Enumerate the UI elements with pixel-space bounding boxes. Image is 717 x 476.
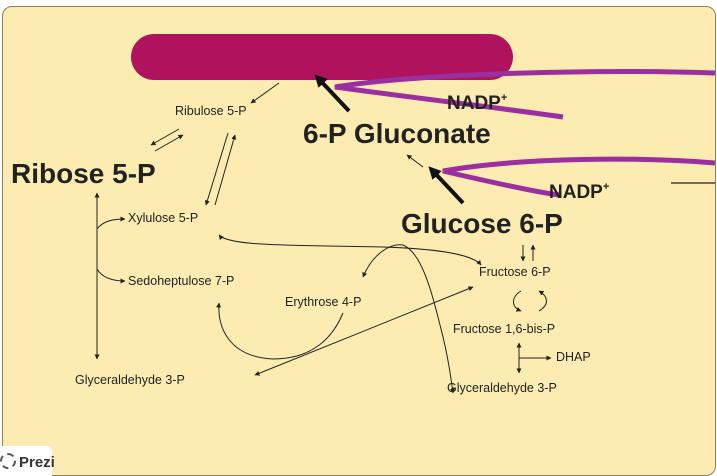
label-glucose: Glucose 6-P bbox=[401, 208, 563, 239]
nadp-arc-lower bbox=[442, 156, 715, 198]
label-glyceraldehyde-right: Glyceraldehyde 3-P bbox=[447, 381, 557, 395]
cofactor-nadp-lower-text: NADP bbox=[549, 182, 603, 203]
cofactor-nadp-upper-sup: + bbox=[500, 92, 508, 104]
label-fructose-6p: Fructose 6-P bbox=[479, 265, 551, 279]
label-fructose-16bisp: Fructose 1,6-bis-P bbox=[453, 322, 556, 336]
redaction-mark bbox=[131, 34, 513, 80]
label-sedoheptulose: Sedoheptulose 7-P bbox=[128, 274, 235, 288]
label-erythrose: Erythrose 4-P bbox=[285, 295, 362, 309]
prezi-watermark: Prezi bbox=[0, 446, 55, 476]
label-ribose: Ribose 5-P bbox=[11, 158, 156, 189]
cofactor-nadp-lower-sup: + bbox=[602, 181, 610, 193]
arrow-to-gluconate bbox=[428, 166, 465, 205]
prezi-label: Prezi bbox=[19, 454, 55, 471]
cofactor-nadp-lower: NADP+ bbox=[549, 181, 610, 203]
arrow-to-redacted bbox=[314, 74, 351, 113]
label-dhap: DHAP bbox=[556, 350, 591, 364]
nadp-arc-upper bbox=[334, 69, 715, 120]
cofactor-nadp-upper-text: NADP bbox=[447, 93, 501, 114]
label-ribulose: Ribulose 5-P bbox=[175, 104, 247, 118]
pathway-arrows bbox=[94, 69, 715, 394]
label-glyceraldehyde-left: Glyceraldehyde 3-P bbox=[75, 373, 185, 387]
prezi-logo-icon bbox=[0, 453, 16, 469]
label-xylulose: Xylulose 5-P bbox=[128, 211, 199, 225]
cofactor-nadp-upper: NADP+ bbox=[447, 92, 508, 114]
label-gluconate: 6-P Gluconate bbox=[303, 118, 491, 149]
diagram-panel: Ribulose 5-P Ribose 5-P 6-P Gluconate Gl… bbox=[2, 6, 716, 476]
